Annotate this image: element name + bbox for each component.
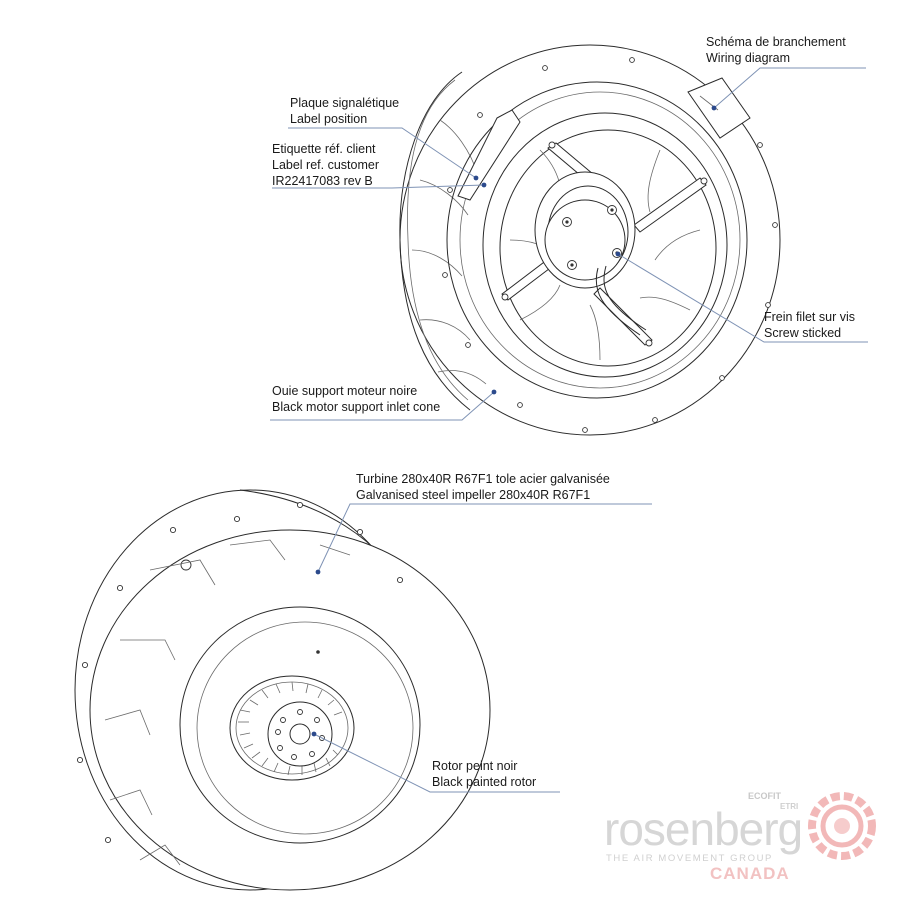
screw-label-en: Screw sticked bbox=[764, 326, 842, 340]
customer-label-ref: IR22417083 rev B bbox=[272, 174, 373, 188]
impeller-blades bbox=[104, 539, 351, 866]
top-assembly bbox=[399, 44, 781, 436]
logo-etri: ETRI bbox=[780, 802, 799, 811]
inlet-cone-fr: Ouie support moteur noire bbox=[272, 384, 418, 398]
impeller-inlet bbox=[179, 606, 421, 844]
impeller-fr: Turbine 280x40R R67F1 tole acier galvani… bbox=[356, 472, 610, 486]
logo-region: CANADA bbox=[710, 864, 790, 883]
top-motor-screws bbox=[562, 205, 622, 270]
top-flange-inner bbox=[446, 81, 748, 399]
callout-label-position: Plaque signalétique Label position bbox=[290, 95, 399, 127]
customer-label-en: Label ref. customer bbox=[272, 158, 379, 172]
rotor-fins bbox=[235, 681, 349, 776]
logo-gear-icon bbox=[808, 792, 876, 860]
impeller-backplate-holes bbox=[76, 501, 404, 844]
top-body-depth bbox=[399, 71, 471, 411]
leader-lines bbox=[270, 67, 868, 793]
inlet-cone-en: Black motor support inlet cone bbox=[272, 400, 441, 414]
rotor-en: Black painted rotor bbox=[432, 775, 537, 789]
callout-screw-sticked: Frein filet sur vis Screw sticked bbox=[764, 309, 855, 341]
logo-ecofit: ECOFIT bbox=[748, 791, 781, 801]
top-cable bbox=[595, 267, 641, 336]
wiring-label-fr: Schéma de branchement bbox=[706, 35, 846, 49]
wiring-box bbox=[687, 77, 751, 139]
callout-inlet-cone: Ouie support moteur noire Black motor su… bbox=[272, 383, 440, 415]
label-position-en: Label position bbox=[290, 112, 368, 126]
label-plate bbox=[457, 109, 521, 201]
label-position-fr: Plaque signalétique bbox=[290, 96, 400, 110]
callout-wiring-diagram: Schéma de branchement Wiring diagram bbox=[706, 34, 846, 66]
logo-wordmark: rosenberg bbox=[604, 803, 803, 855]
rosenberg-logo: ECOFIT ETRI rosenberg THE AIR MOVEMENT G… bbox=[600, 790, 890, 890]
callout-rotor: Rotor peint noir Black painted rotor bbox=[432, 758, 536, 790]
logo-tagline: THE AIR MOVEMENT GROUP bbox=[606, 853, 773, 864]
top-flange-holes bbox=[442, 57, 778, 433]
callout-impeller: Turbine 280x40R R67F1 tole acier galvani… bbox=[356, 471, 610, 503]
bottom-assembly bbox=[74, 489, 491, 891]
callout-customer-label: Etiquette réf. client Label ref. custome… bbox=[272, 141, 379, 189]
rotor-fr: Rotor peint noir bbox=[432, 759, 518, 773]
customer-label-fr: Etiquette réf. client bbox=[272, 142, 376, 156]
wiring-label-en: Wiring diagram bbox=[706, 51, 791, 65]
screw-label-fr: Frein filet sur vis bbox=[764, 310, 855, 324]
impeller-en: Galvanised steel impeller 280x40R R67F1 bbox=[356, 488, 591, 502]
impeller-balance-weight bbox=[180, 559, 192, 571]
